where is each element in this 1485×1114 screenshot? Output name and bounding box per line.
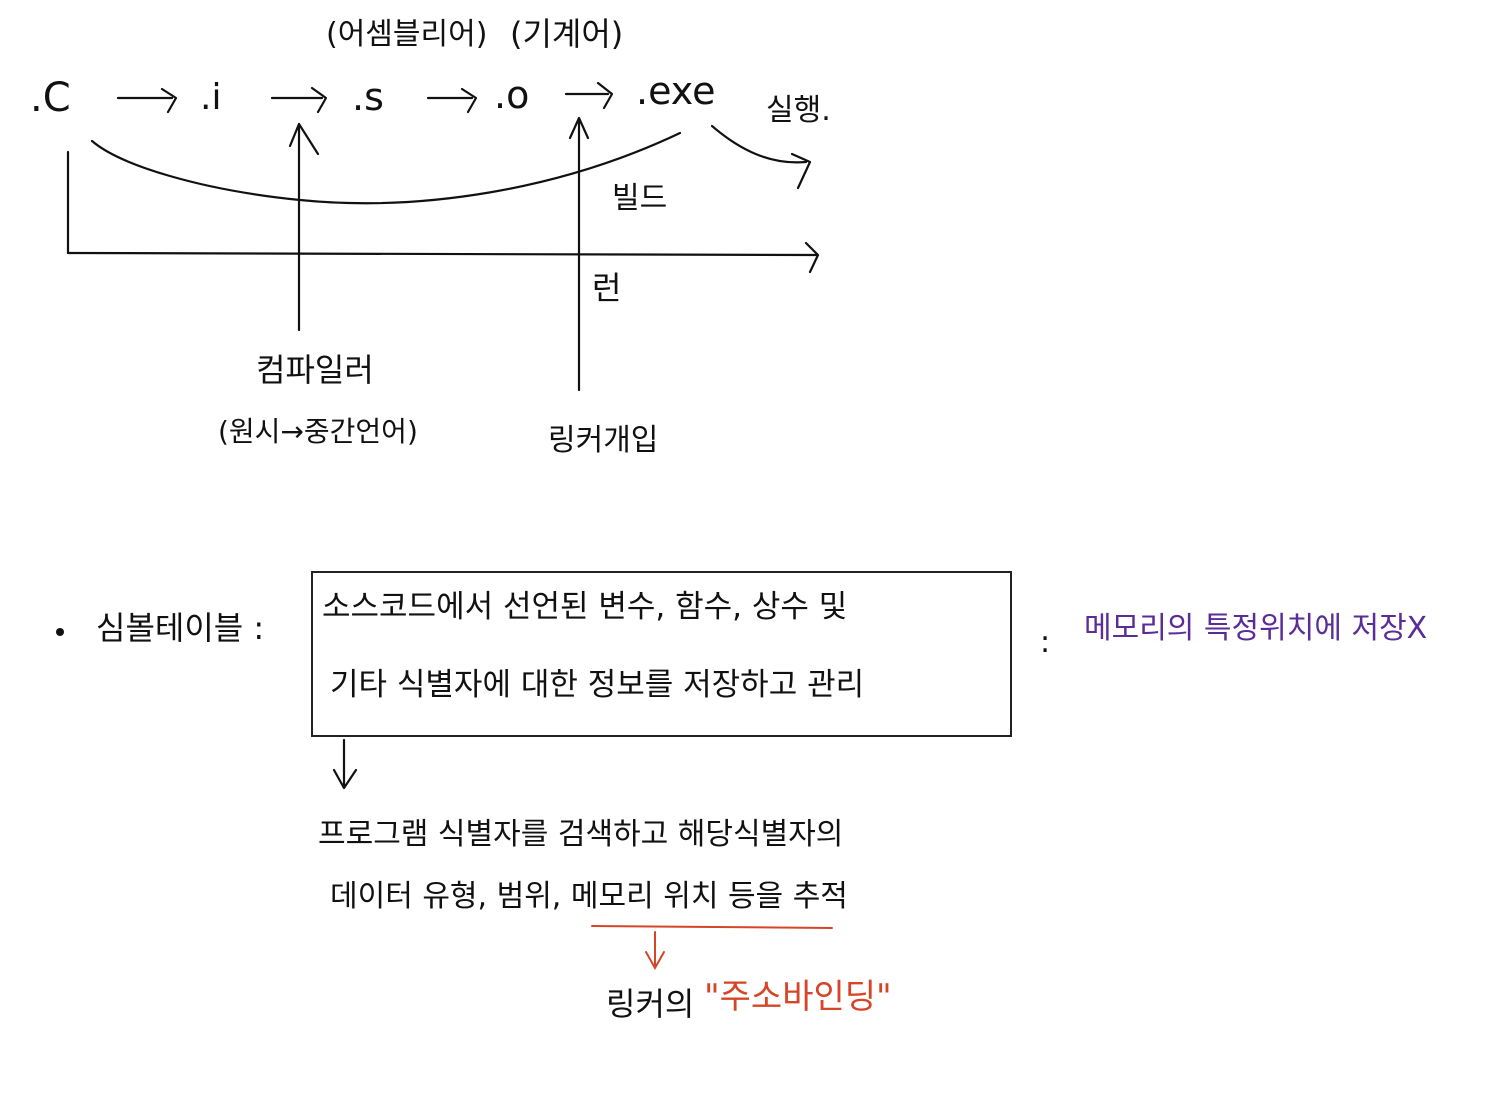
build-label: 빌드 (612, 181, 668, 216)
linker-prefix: 링커의 (606, 985, 695, 1023)
compiler-arrow (288, 122, 320, 332)
stage-s: .s (352, 75, 384, 119)
compiler-label: 컴파일러 (256, 351, 374, 389)
arrow-s-to-o (426, 87, 478, 114)
assembly-label: (어셈블리어) (326, 17, 488, 52)
execute-arrow (710, 124, 812, 190)
linker-involvement-label: 링커개입 (548, 423, 659, 458)
compiler-note: (원시→중간언어) (218, 415, 418, 448)
stage-c: .C (30, 75, 71, 121)
stage-exe: .exe (636, 69, 716, 113)
linker-arrow (568, 116, 590, 392)
description-line-1: 프로그램 식별자를 검색하고 해당식별자의 (318, 817, 844, 852)
stage-o: .o (494, 73, 530, 117)
machine-code-label: (기계어) (510, 15, 624, 53)
symbol-table-title: 심볼테이블 : (96, 609, 265, 647)
address-binding-label: "주소바인딩" (704, 977, 892, 1017)
stage-i: .i (200, 77, 222, 118)
axis-horizontal (66, 241, 820, 274)
red-underline (591, 925, 833, 929)
definition-box (311, 571, 1012, 737)
red-down-arrow (645, 931, 665, 971)
definition-line-1: 소스코드에서 선언된 변수, 함수, 상수 및 (322, 589, 848, 625)
definition-line-2: 기타 식별자에 대한 정보를 저장하고 관리 (330, 667, 865, 703)
description-line-2: 데이터 유형, 범위, 메모리 위치 등을 추적 (330, 879, 848, 914)
build-curve (90, 131, 682, 205)
box-down-arrow (332, 738, 358, 790)
arrow-i-to-s (270, 86, 328, 114)
run-label: 런 (592, 269, 622, 307)
arrow-c-to-i (116, 87, 178, 114)
arrow-o-to-exe (564, 81, 614, 110)
execute-label: 실행. (766, 93, 831, 128)
memory-location-note: 메모리의 특정위치에 저장X (1084, 611, 1428, 646)
side-note-prefix: : (1040, 625, 1051, 660)
